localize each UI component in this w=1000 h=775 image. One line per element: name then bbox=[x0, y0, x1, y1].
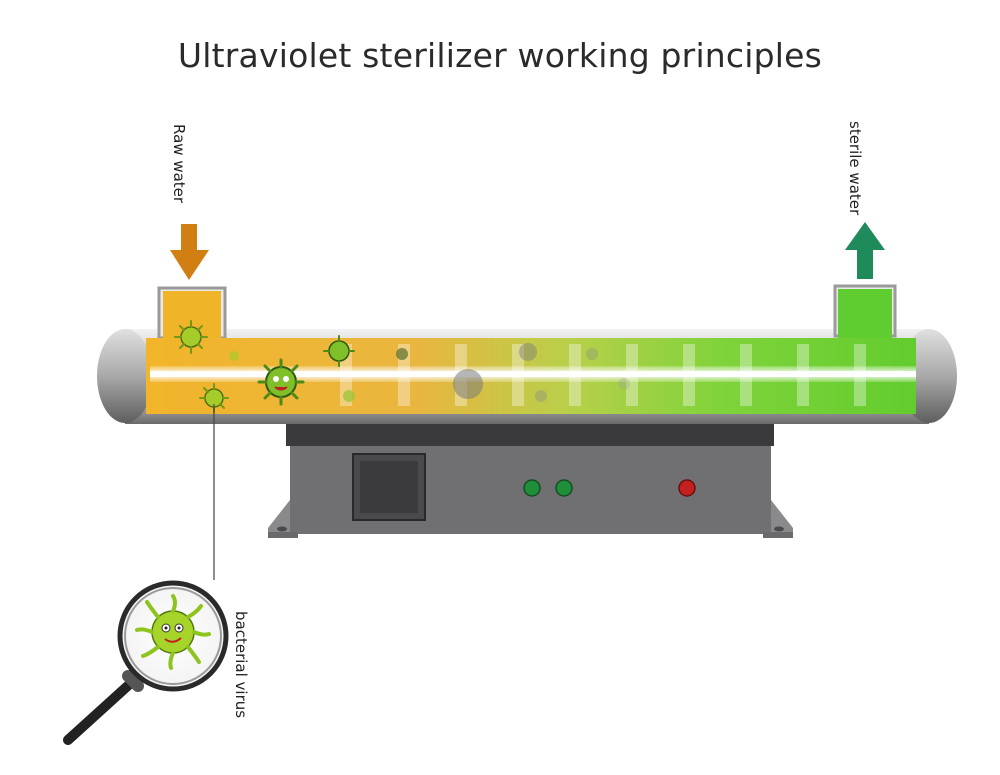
sterile-water-label: sterile water bbox=[846, 121, 864, 216]
dead-bacteria-icon bbox=[586, 348, 598, 360]
dead-bacteria-icon bbox=[453, 369, 483, 399]
bacteria-icon bbox=[343, 390, 355, 402]
bacteria-icon bbox=[257, 358, 305, 406]
bacteria-icon bbox=[396, 348, 408, 360]
bacteria-icon bbox=[174, 320, 208, 354]
bacterial-virus-icon bbox=[135, 594, 211, 670]
green-indicator-light bbox=[523, 479, 541, 497]
dead-bacteria-icon bbox=[519, 343, 537, 361]
dead-bacteria-icon bbox=[535, 390, 547, 402]
uv-lamp-core bbox=[150, 371, 916, 377]
diagram-title: Ultraviolet sterilizer working principle… bbox=[177, 36, 823, 75]
inlet-arrow-icon bbox=[170, 224, 209, 280]
dead-bacteria-icon bbox=[618, 378, 630, 390]
bacteria-icon bbox=[229, 351, 239, 361]
display-screen bbox=[360, 461, 418, 513]
outlet-arrow-icon bbox=[845, 222, 885, 279]
red-indicator-light bbox=[678, 479, 696, 497]
raw-water-label: Raw water bbox=[170, 124, 188, 204]
bacterial-virus-label: bacterial virus bbox=[232, 611, 250, 719]
green-indicator-light bbox=[555, 479, 573, 497]
bacteria-icon bbox=[199, 383, 229, 413]
bacteria-icon bbox=[323, 335, 355, 367]
